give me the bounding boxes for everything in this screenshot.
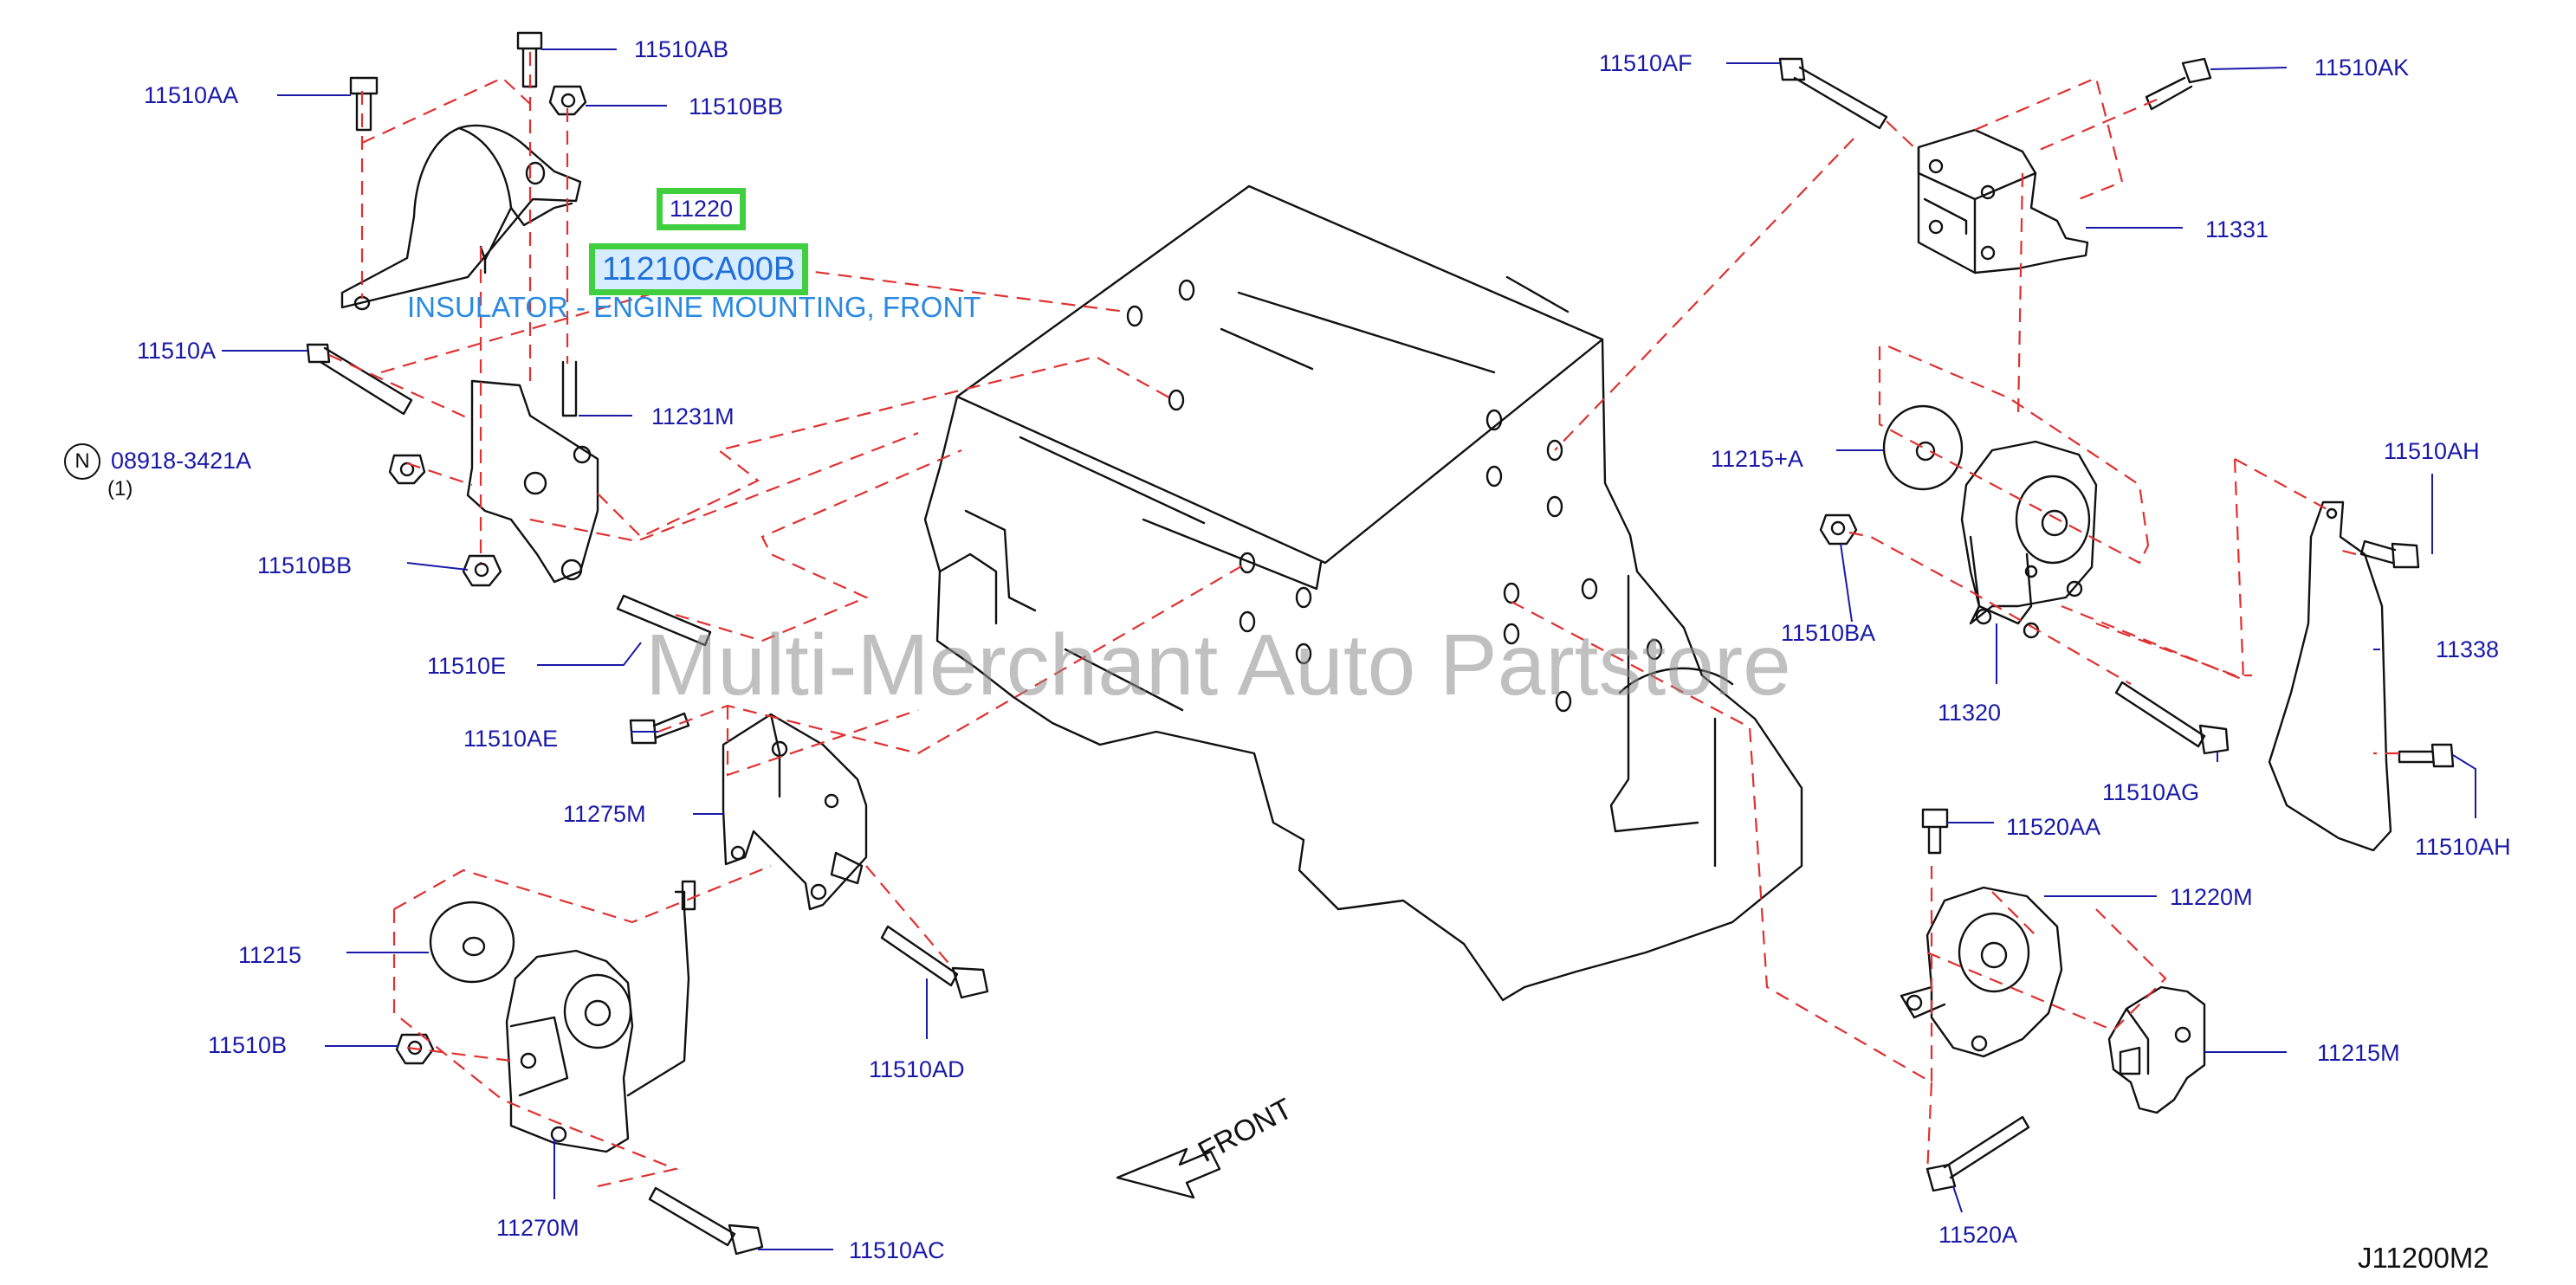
label-11510BB-top: 11510BB <box>689 94 784 119</box>
diagram-code: J11200M2 <box>2358 1242 2489 1274</box>
label-11510AC: 11510AC <box>849 1237 945 1263</box>
label-11510E: 11510E <box>427 653 507 679</box>
bolt-11510AF <box>1778 57 1888 130</box>
washer-11215A <box>1882 404 1964 491</box>
label-11510AE: 11510AE <box>463 726 559 752</box>
label-11510AB: 11510AB <box>634 36 729 62</box>
label-11215: 11215 <box>238 942 302 968</box>
bracket-11231M <box>466 360 599 584</box>
bolt-11510AC <box>648 1186 764 1256</box>
label-11510A: 11510A <box>137 338 217 364</box>
mount-11220M <box>1900 886 2063 1058</box>
front-arrow <box>1116 1147 1221 1199</box>
label-11320: 11320 <box>1938 700 2002 726</box>
nut-11510BA <box>1819 513 1858 546</box>
label-11510B: 11510B <box>208 1032 288 1058</box>
part-description: INSULATOR - ENGINE MOUNTING, FRONT <box>407 291 981 323</box>
bolt-11510AE <box>629 712 690 745</box>
leader-lines <box>222 48 2476 1250</box>
nut-08918-3421A <box>388 454 426 485</box>
watermark: Multi-Merchant Auto Partstore <box>645 617 1791 714</box>
label-11510AF: 11510AF <box>1599 50 1693 76</box>
label-11231M: 11231M <box>651 404 735 429</box>
label-11270M: 11270M <box>496 1215 579 1241</box>
label-11520AA: 11520AA <box>2006 814 2101 840</box>
nut-11510BB-mid <box>462 554 502 587</box>
bolt-11510AD <box>880 925 989 999</box>
bracket-11275M <box>722 713 868 911</box>
label-11510AH-top: 11510AH <box>2384 438 2480 464</box>
label-11510AD: 11510AD <box>869 1056 965 1082</box>
label-11215A: 11215+A <box>1711 446 1803 472</box>
engine-block <box>923 184 1803 1002</box>
label-11510AG: 11510AG <box>2102 779 2200 805</box>
highlight-part-11220[interactable]: 11220 <box>657 188 747 230</box>
nut-11510BB-top <box>548 85 587 116</box>
assembly-dash-lines <box>328 52 2399 1188</box>
bolt-11510AG <box>2114 681 2230 755</box>
bracket-11338 <box>2268 500 2392 852</box>
highlight-part-11210CA00B[interactable]: 11210CA00B <box>589 243 809 295</box>
label-11510BB-mid: 11510BB <box>257 552 353 578</box>
bolt-11510AA <box>349 76 379 132</box>
bolt-11510AH-top <box>2359 539 2420 569</box>
label-11215M: 11215M <box>2317 1040 2400 1066</box>
label-11510BA: 11510BA <box>1781 620 1876 646</box>
label-11331: 11331 <box>2205 216 2269 242</box>
bolt-11510A <box>306 343 413 416</box>
note-badge: N <box>64 443 100 480</box>
stud-11510E <box>616 594 712 647</box>
bracket-11215M <box>2107 985 2206 1114</box>
note-part-number: 08918-3421A <box>111 448 252 474</box>
bolt-11510AH-bot <box>2398 743 2455 768</box>
label-11220M: 11220M <box>2170 884 2253 910</box>
label-11510AK: 11510AK <box>2314 55 2410 81</box>
label-11510AA: 11510AA <box>144 82 239 108</box>
mount-11320 <box>1960 440 2098 639</box>
label-11510AH-bot: 11510AH <box>2415 834 2511 860</box>
label-11275M: 11275M <box>563 801 646 827</box>
part-11220-front-mount <box>340 124 582 311</box>
bolt-11510AK <box>2145 57 2212 111</box>
bolt-11520A <box>1926 1115 2030 1192</box>
bracket-11331 <box>1917 128 2089 274</box>
note-quantity: (1) <box>107 477 133 500</box>
washer-11215 <box>429 901 515 984</box>
label-11338: 11338 <box>2436 636 2500 662</box>
bolt-11520AA <box>1921 808 1949 855</box>
label-11520A: 11520A <box>1938 1222 2018 1248</box>
mount-11270M <box>505 880 696 1153</box>
